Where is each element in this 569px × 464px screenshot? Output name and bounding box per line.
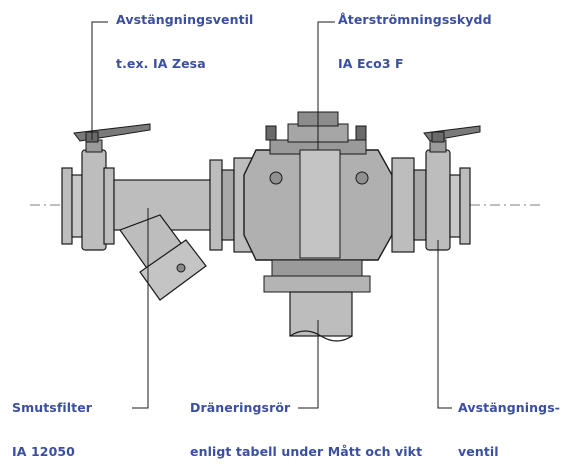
valve-bottom-right-subtitle: ventil — [458, 444, 499, 459]
right-shutoff-valve — [423, 125, 481, 251]
strainer-title: Smutsfilter — [12, 400, 93, 415]
drain-pipe — [289, 291, 353, 342]
left-shutoff-valve — [61, 123, 151, 251]
backflow-preventer-subtitle: IA Eco3 F — [338, 56, 404, 71]
backflow-preventer-title: Återströmningsskydd — [338, 12, 492, 27]
drain-pipe-title: Dräneringsrör — [190, 400, 291, 415]
strainer-body — [119, 214, 207, 301]
flange-mid-left — [209, 159, 223, 251]
valve-bottom-right-title: Avstängnings- — [458, 400, 561, 415]
valve-top-left-subtitle: t.ex. IA Zesa — [116, 56, 206, 71]
leader-lines — [91, 21, 452, 409]
valve-top-left-title: Avstängningsventil — [116, 12, 254, 27]
drain-pipe-subtitle: enligt tabell under Mått och vikt — [190, 444, 423, 459]
flange-mid-right — [391, 157, 415, 253]
strainer-subtitle: IA 12050 — [12, 444, 75, 459]
